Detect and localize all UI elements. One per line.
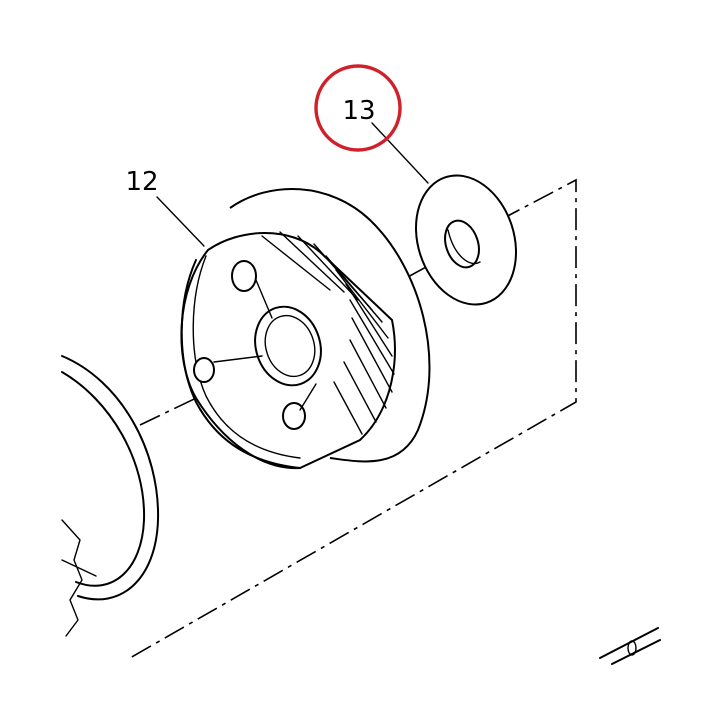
callout-12[interactable]: 12 — [125, 167, 158, 197]
leader-lines — [156, 122, 429, 247]
callout-label-12: 12 — [125, 167, 158, 197]
spline-ridges — [261, 231, 395, 435]
clutch-hub-part-12[interactable] — [180, 187, 431, 470]
washer-part-13[interactable] — [400, 162, 532, 317]
highlight-circle — [314, 64, 402, 152]
callout-13[interactable]: 13 — [314, 64, 402, 152]
shaft-part-partial — [599, 627, 661, 665]
adjacent-part-left — [61, 355, 160, 637]
callout-label-13: 13 — [342, 96, 375, 126]
